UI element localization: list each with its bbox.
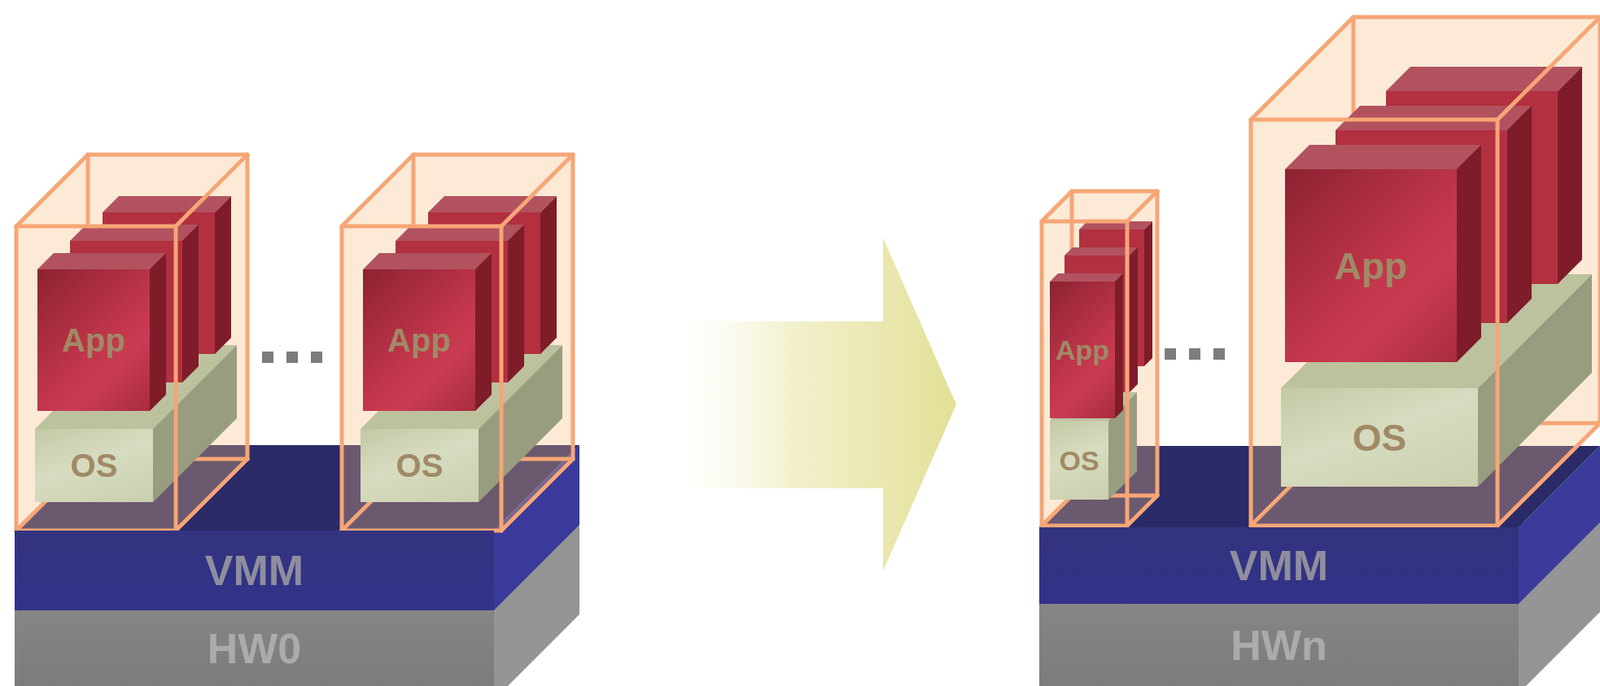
vm-box-edge (16, 154, 88, 227)
os-box: OS (1049, 420, 1109, 500)
app-cube-side (182, 224, 199, 383)
vm-box-edge (245, 154, 250, 460)
app-box: App (1285, 169, 1457, 363)
vm-box-edge (501, 459, 573, 531)
box-label: OS (70, 449, 119, 482)
box-label: HWn (1230, 624, 1327, 667)
app-cube-top (37, 253, 167, 270)
box-label: HW0 (207, 627, 302, 670)
app-cube-side (507, 224, 525, 383)
vm-box-edge (1041, 495, 1072, 526)
os-box: OS (1280, 388, 1478, 487)
os-box: OS (34, 428, 154, 503)
vm-box-edge (1125, 221, 1130, 526)
vm-box-edge (501, 154, 573, 227)
app-cube-side (1557, 66, 1583, 285)
app-cube-side (1129, 247, 1138, 393)
vmm-layer: VMM (14, 530, 494, 611)
hardware-layer: HW0 (14, 610, 494, 686)
app-cube-top (1385, 66, 1583, 92)
vm-box-edge (340, 226, 345, 531)
vm-box-fill (341, 154, 573, 531)
app-cube-top (102, 196, 232, 213)
hw-slab-top (1039, 522, 1600, 604)
vm-box-edge (1127, 191, 1158, 222)
vm-box-edge (14, 226, 19, 531)
os-box: OS (360, 428, 479, 503)
decor (14, 17, 1600, 686)
box-label: OS (1352, 419, 1407, 457)
vm-box-edge (1155, 191, 1160, 496)
app-box: App (1049, 281, 1115, 419)
box-label: VMM (205, 549, 304, 592)
vm-box-edge (1071, 189, 1158, 194)
app-cube-side (475, 253, 492, 411)
vm-box-edge (1497, 17, 1600, 120)
app-cube-side (1114, 273, 1124, 419)
ellipsis-dot (262, 351, 274, 363)
vm-box-edge (87, 153, 248, 158)
app-cube-side (214, 196, 232, 355)
vm-box-edge (413, 153, 573, 158)
app-cube-side (1456, 144, 1482, 363)
app-cube-top (1049, 273, 1124, 282)
vm-box-edge (571, 154, 576, 460)
vmm-layer: VMM (1039, 527, 1519, 604)
app-cube-top (362, 253, 492, 270)
vm-box-edge (1250, 17, 1354, 120)
vm-box-edge (1495, 119, 1500, 526)
vm-box-edge (341, 224, 502, 229)
vm-box-fill (1250, 17, 1600, 526)
vm-box-edge (175, 459, 248, 531)
vm-box-edge (1041, 219, 1128, 224)
app-cube-side (540, 196, 557, 355)
vm-box-edge (499, 226, 504, 531)
ellipsis-dot (1213, 348, 1225, 360)
vm-box-edge (175, 154, 248, 227)
app-cube-top (428, 196, 557, 213)
box-label: App (1334, 247, 1408, 285)
ellipsis-dot (1189, 348, 1201, 360)
vm-box-edge (1598, 17, 1600, 424)
vm-box-edge (1041, 191, 1072, 222)
box-label: OS (396, 449, 444, 482)
vm-box-fill (1041, 191, 1158, 526)
app-cube-side (149, 253, 167, 411)
app-box: App (362, 269, 476, 411)
vm-box-edge (341, 154, 414, 227)
vm-box-edge (1250, 118, 1498, 123)
transform-arrow (653, 237, 957, 572)
app-cube-side (1507, 105, 1532, 324)
vm-box-fill (16, 154, 248, 531)
vm-box-edge (174, 226, 179, 531)
box-label: VMM (1229, 544, 1329, 587)
app-cube-top (1285, 144, 1482, 170)
box-label: OS (1058, 446, 1099, 475)
hardware-layer: HWn (1039, 603, 1519, 686)
vm-box-edge (1040, 221, 1045, 526)
ellipsis-dot (286, 351, 298, 363)
ellipsis-dot (1164, 348, 1176, 360)
vm-box-edge (1249, 119, 1254, 526)
app-box: App (37, 269, 150, 411)
vm-box-edge (1353, 15, 1600, 20)
box-label: App (387, 323, 451, 357)
vm-box-edge (16, 224, 176, 229)
app-cube-side (1144, 221, 1153, 367)
box-label: App (61, 323, 126, 357)
box-label: App (1055, 336, 1110, 364)
vm-box-edge (1127, 495, 1158, 526)
ellipsis-dot (310, 351, 323, 363)
vm-box-edge (1497, 423, 1600, 526)
